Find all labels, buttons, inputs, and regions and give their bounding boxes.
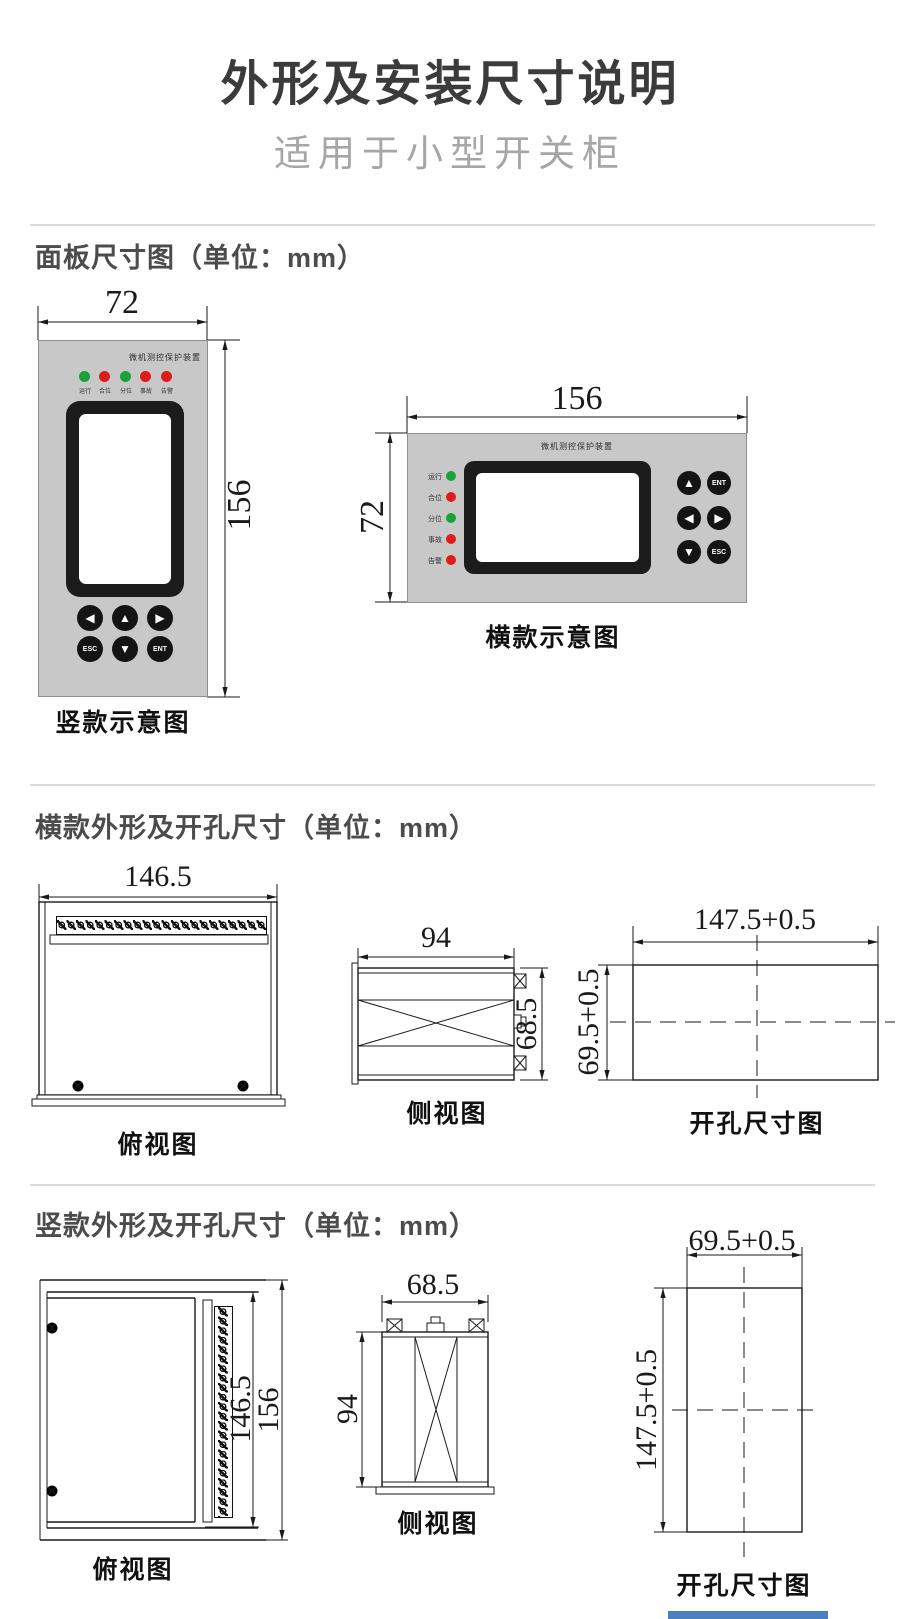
led-label: 分位 [119, 389, 132, 395]
horizontal-panel-illustration: 微机测控保护装置 运行 合位 分位 事故 告警 ▲ ENT ◀ ▶ ▼ ESC [407, 433, 747, 603]
led-close-icon [446, 492, 456, 502]
dim-vp-height: 156 [221, 479, 258, 531]
divider [30, 224, 875, 226]
page-title: 外形及安装尺寸说明 [220, 58, 680, 111]
dim-v-side-height: 94 [331, 1394, 364, 1424]
caption-v-side-view: 侧视图 [397, 1511, 479, 1538]
hp-up-button: ▲ [677, 471, 701, 495]
caption-h-top-view: 俯视图 [117, 1132, 199, 1159]
dim-hp-height: 72 [354, 500, 391, 534]
caption-v-top-view: 俯视图 [92, 1557, 174, 1584]
lcd-screen [464, 461, 651, 574]
led-alarm-icon [161, 371, 172, 382]
page-subtitle: 适用于小型开关柜 [274, 133, 626, 174]
caption-v-cutout: 开孔尺寸图 [676, 1573, 812, 1600]
dim-v-side-width: 68.5 [406, 1268, 460, 1301]
led-close-icon [99, 371, 110, 382]
dim-h-top-width: 146.5 [124, 860, 192, 893]
dim-h-side-width: 94 [421, 921, 451, 954]
lcd-display-area [79, 414, 171, 584]
led-alarm-icon [446, 555, 456, 565]
led-fault-icon [446, 534, 456, 544]
horizontal-panel-dim-lines [375, 396, 748, 603]
dim-v-top-height: 156 [252, 1387, 285, 1433]
vertical-panel-dim-lines [37, 306, 240, 698]
v-cutout-drawing [654, 1247, 822, 1557]
section-heading-panel-dims: 面板尺寸图（单位：mm） [35, 243, 366, 273]
terminal-strip-horizontal [56, 916, 267, 935]
device-nameplate: 微机测控保护装置 [541, 442, 613, 451]
led-label: 事故 [139, 389, 152, 395]
hp-left-button: ◀ [677, 506, 701, 530]
dim-vp-width: 72 [105, 284, 139, 321]
dim-v-cutout-width: 69.5+0.5 [688, 1224, 796, 1257]
led-open-icon [120, 371, 131, 382]
led-fault-icon [140, 371, 151, 382]
screw-icon [72, 1080, 249, 1092]
led-label: 合位 [428, 495, 442, 502]
caption-h-cutout: 开孔尺寸图 [689, 1111, 825, 1138]
vertical-panel-illustration: 微机测控保护装置 运行 合位 分位 事故 告警 ◀ ▲ ▶ ESC ▼ ENT [38, 340, 208, 697]
v-side-view-drawing [356, 1295, 495, 1495]
vp-up-button: ▲ [112, 605, 138, 631]
led-label: 运行 [428, 474, 442, 481]
hp-down-button: ▼ [677, 540, 701, 564]
vp-right-button: ▶ [147, 605, 173, 631]
divider [30, 784, 875, 786]
section-heading-vertical-outline: 竖款外形及开孔尺寸（单位：mm） [35, 1211, 478, 1241]
hp-right-button: ▶ [707, 506, 731, 530]
dim-h-cutout-height: 69.5+0.5 [572, 968, 605, 1076]
bottom-blue-line [668, 1611, 828, 1619]
dim-hp-width: 156 [551, 380, 603, 417]
hp-esc-button: ESC [707, 540, 731, 564]
led-label: 合位 [98, 389, 111, 395]
v-top-view-drawing [39, 1279, 288, 1541]
lcd-screen [66, 401, 184, 597]
terminal-strip-vertical [214, 1306, 233, 1518]
divider [30, 1184, 875, 1186]
led-label: 告警 [428, 558, 442, 565]
dim-h-cutout-width: 147.5+0.5 [694, 903, 816, 936]
section-heading-horizontal-outline: 横款外形及开孔尺寸（单位：mm） [35, 813, 478, 843]
led-label: 告警 [160, 389, 173, 395]
hp-ent-button: ENT [707, 471, 731, 495]
led-label: 事故 [428, 537, 442, 544]
led-label: 运行 [78, 389, 91, 395]
vp-left-button: ◀ [77, 605, 103, 631]
screw-icon [46, 1322, 58, 1497]
h-side-view-drawing [351, 948, 548, 1085]
led-label: 分位 [428, 516, 442, 523]
dim-v-cutout-height: 147.5+0.5 [630, 1349, 663, 1471]
caption-vertical-panel: 竖款示意图 [55, 710, 191, 737]
caption-h-side-view: 侧视图 [406, 1101, 488, 1128]
vp-ent-button: ENT [147, 636, 173, 662]
lcd-display-area [476, 473, 639, 562]
led-run-icon [79, 371, 90, 382]
h-cutout-drawing [598, 926, 895, 1098]
vp-esc-button: ESC [77, 636, 103, 662]
vp-down-button: ▼ [112, 636, 138, 662]
led-run-icon [446, 471, 456, 481]
caption-horizontal-panel: 横款示意图 [485, 625, 621, 652]
dim-h-side-height: 68.5 [510, 997, 543, 1051]
device-nameplate: 微机测控保护装置 [129, 353, 201, 362]
led-open-icon [446, 513, 456, 523]
